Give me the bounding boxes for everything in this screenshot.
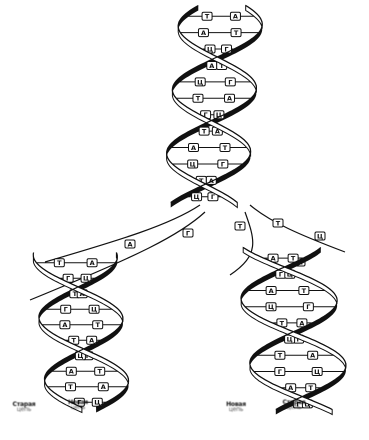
left-daughter-helix: АТЦГТАГЦАТТАГЦТААТЦГ — [33, 253, 128, 413]
right-daughter-base-label: Г — [278, 368, 282, 376]
right-daughter-base-label: Г — [306, 303, 310, 311]
left-daughter-base-label: А — [62, 321, 67, 329]
left-daughter-base-label: А — [90, 259, 95, 267]
parent-base-label: Г — [221, 160, 225, 168]
right-daughter-base-label: Г — [279, 271, 283, 279]
caption-old-strand-left: Старая цепь — [2, 402, 46, 412]
right-daughter-base-label: А — [299, 319, 304, 327]
right-daughter-base-label: А — [310, 352, 315, 360]
left-daughter-base-label: А — [101, 383, 106, 391]
parent-base-label: Ц — [194, 193, 200, 201]
caption-old-strand-right: Старая цепь — [272, 400, 316, 410]
fork-free-base-label: Г — [186, 229, 190, 237]
right-daughter-strand-a-front-segment — [241, 300, 346, 369]
fork-free-base-label: Ц — [317, 232, 323, 240]
parent-base-label: А — [227, 95, 232, 103]
left-daughter-base-label: Т — [68, 383, 73, 391]
parent-base-label: А — [191, 144, 196, 152]
left-daughter-base-label: Т — [57, 259, 62, 267]
left-daughter-base-label: Г — [64, 306, 68, 314]
fork-free-base-label: А — [127, 240, 132, 248]
parent-base-label: Т — [205, 13, 210, 21]
parent-base-label: Ц — [197, 78, 203, 86]
parent-strand-a-front-segment — [172, 89, 250, 156]
parent-strand-b-back-segment — [179, 6, 199, 29]
parent-base-label: Г — [211, 193, 215, 201]
right-daughter-base-label: Ц — [268, 303, 274, 311]
parent-base-label: Т — [202, 128, 207, 136]
parent-base-label: А — [233, 13, 238, 21]
left-daughter-base-label: Т — [95, 321, 100, 329]
parent-base-label: Т — [196, 95, 201, 103]
right-daughter-base-label: А — [269, 287, 274, 295]
parent-base-label: Т — [223, 144, 228, 152]
parent-base-label: А — [201, 29, 206, 37]
right-daughter-base-label: Т — [278, 352, 283, 360]
fork-strand-left — [45, 205, 200, 262]
left-daughter-base-label: Ц — [91, 306, 97, 314]
fork-free-base-label: Т — [238, 222, 243, 230]
replication-fork: АГТТАЦ — [30, 205, 345, 300]
parent-base-label: Г — [228, 78, 232, 86]
right-daughter-base-label: Ц — [287, 336, 293, 344]
right-daughter-base-label: Т — [291, 255, 296, 263]
parent-base-label: Т — [234, 29, 239, 37]
fork-strand-right — [250, 205, 345, 252]
parent-base-label: А — [209, 62, 214, 70]
right-daughter-base-label: Т — [308, 384, 313, 392]
left-daughter-strand-a-front-segment — [39, 318, 128, 384]
parent-base-label: Ц — [190, 160, 196, 168]
right-daughter-base-label: Т — [302, 287, 307, 295]
right-daughter-base-label: Ц — [314, 368, 320, 376]
parent-strand-b-front-segment — [178, 25, 256, 92]
fork-free-base-label: Т — [276, 219, 281, 227]
caption-new-strand-left: Новая цепь — [56, 400, 100, 410]
left-daughter-base-label: Т — [97, 368, 102, 376]
caption-new-strand-right: Новая цепь — [214, 402, 258, 412]
left-daughter-base-label: А — [69, 368, 74, 376]
